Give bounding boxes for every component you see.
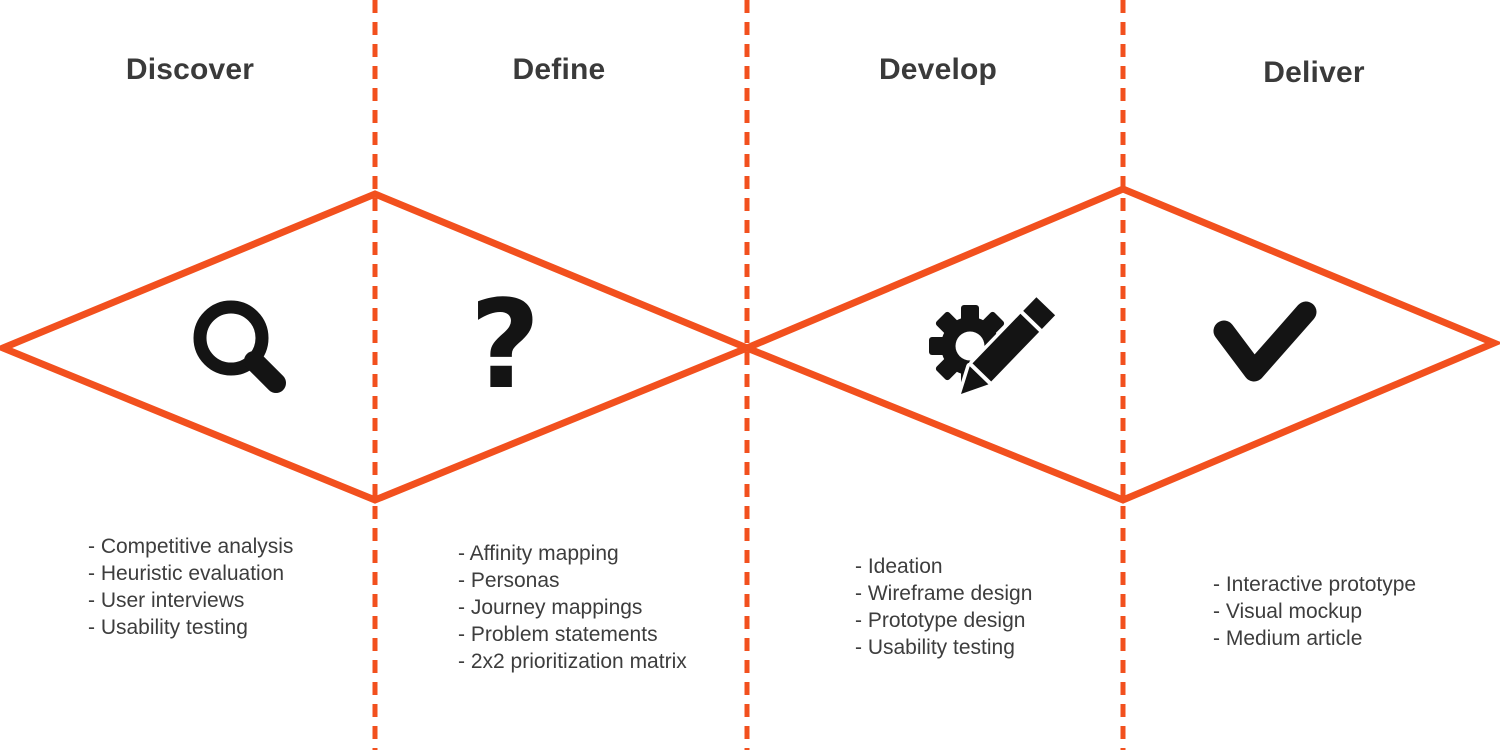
list-item: - Ideation	[855, 555, 943, 578]
list-item: - Heuristic evaluation	[88, 562, 285, 585]
diamond-discover-define	[0, 190, 757, 504]
list-item: - Problem statements	[458, 623, 658, 646]
phase-title-deliver: Deliver	[1263, 56, 1365, 89]
list-item: - Affinity mapping	[458, 542, 619, 565]
list-item: - Wireframe design	[855, 582, 1033, 605]
magnifier-icon	[193, 300, 286, 393]
list-item: - Medium article	[1213, 627, 1363, 650]
question-mark-icon: ?	[469, 274, 541, 416]
checkmark-icon	[1213, 301, 1317, 382]
list-item: - Usability testing	[855, 636, 1015, 659]
phase-title-discover: Discover	[125, 53, 255, 86]
diamond-develop-deliver	[737, 185, 1500, 504]
phase-list-deliver: - Interactive prototype - Visual mockup …	[1213, 571, 1416, 652]
list-item: - 2x2 prioritization matrix	[458, 650, 687, 673]
list-item: - Personas	[458, 569, 560, 592]
list-item: - Interactive prototype	[1213, 573, 1417, 596]
list-item: - User interviews	[88, 589, 245, 612]
list-item: - Prototype design	[855, 609, 1026, 632]
phase-title-define: Define	[512, 53, 606, 86]
list-item: - Journey mappings	[458, 596, 643, 619]
phase-list-define: - Affinity mapping - Personas - Journey …	[458, 540, 687, 675]
gear-pencil-icon	[929, 293, 1059, 398]
list-item: - Visual mockup	[1213, 600, 1363, 623]
list-item: - Usability testing	[88, 616, 248, 639]
phase-list-develop: - Ideation - Wireframe design - Prototyp…	[855, 553, 1032, 661]
list-item: - Competitive analysis	[88, 535, 294, 558]
phase-list-discover: - Competitive analysis - Heuristic evalu…	[88, 533, 293, 641]
phase-title-develop: Develop	[878, 53, 998, 86]
